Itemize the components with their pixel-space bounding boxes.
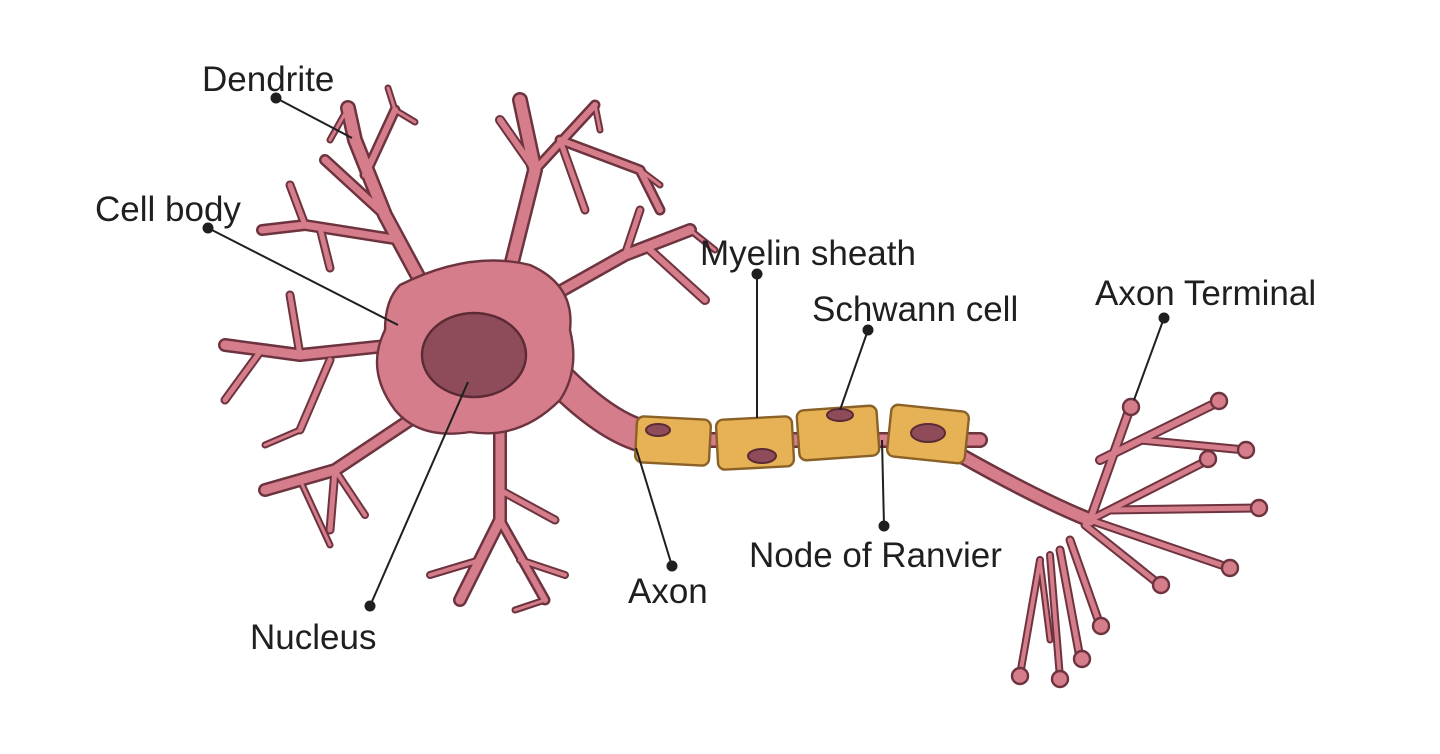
label-leaders	[202, 92, 1170, 612]
schwann-leader-line	[839, 329, 869, 411]
terminal-bulb	[1050, 669, 1070, 689]
axon-leader-dot	[666, 560, 678, 572]
myelin-leader-dot	[751, 268, 763, 280]
schwann-nucleus	[645, 423, 671, 437]
terminal-bulb	[1091, 616, 1111, 636]
terminal-bulb	[1072, 649, 1092, 669]
nucleus-leader-dot	[364, 600, 376, 612]
dendrite-label: Dendrite	[202, 60, 335, 99]
terminal-bulb	[1249, 498, 1269, 518]
schwann-cell-label: Schwann cell	[812, 290, 1019, 329]
schwann-cell-segment	[795, 404, 881, 462]
terminal-bulb	[1198, 449, 1218, 469]
cell-body-leader-dot	[202, 222, 214, 234]
axon-terminal-leader-line	[1133, 317, 1165, 401]
schwann-nucleus	[747, 448, 777, 464]
node-leader-dot	[878, 520, 890, 532]
terminal-bulb	[1151, 575, 1171, 595]
axon-terminal-leader-dot	[1158, 312, 1170, 324]
dendrite-fills	[220, 86, 1261, 680]
schwann-leader-dot	[862, 324, 874, 336]
cell-body-leader-line	[207, 227, 399, 326]
dendrite-leader-dot	[270, 92, 282, 104]
terminal-bulb	[1220, 558, 1240, 578]
myelin-sheath-label: Myelin sheath	[700, 234, 916, 273]
nucleus-leader-line	[369, 381, 469, 607]
axon-label: Axon	[628, 572, 708, 611]
terminal-bulb	[1010, 666, 1030, 686]
cell-body-label: Cell body	[95, 190, 241, 229]
dendrite-leader-line	[275, 97, 353, 139]
terminal-bulb	[1209, 391, 1229, 411]
myelin-sheath	[634, 403, 971, 471]
terminal-bulb	[1121, 397, 1141, 417]
node-leader-line	[881, 439, 885, 527]
schwann-cell-nuclei	[645, 408, 946, 464]
nucleus-label: Nucleus	[250, 618, 377, 657]
nucleus	[420, 311, 528, 399]
axon-terminal-bulbs	[1010, 391, 1269, 689]
axon-leader-line	[635, 447, 673, 567]
terminal-bulb	[1236, 440, 1256, 460]
axon-terminal-label: Axon Terminal	[1095, 274, 1317, 313]
node-of-ranvier-label: Node of Ranvier	[749, 536, 1002, 575]
schwann-cell-segment	[634, 415, 712, 467]
neuron	[218, 84, 1269, 689]
schwann-nucleus	[910, 423, 946, 443]
schwann-nucleus	[826, 408, 854, 422]
